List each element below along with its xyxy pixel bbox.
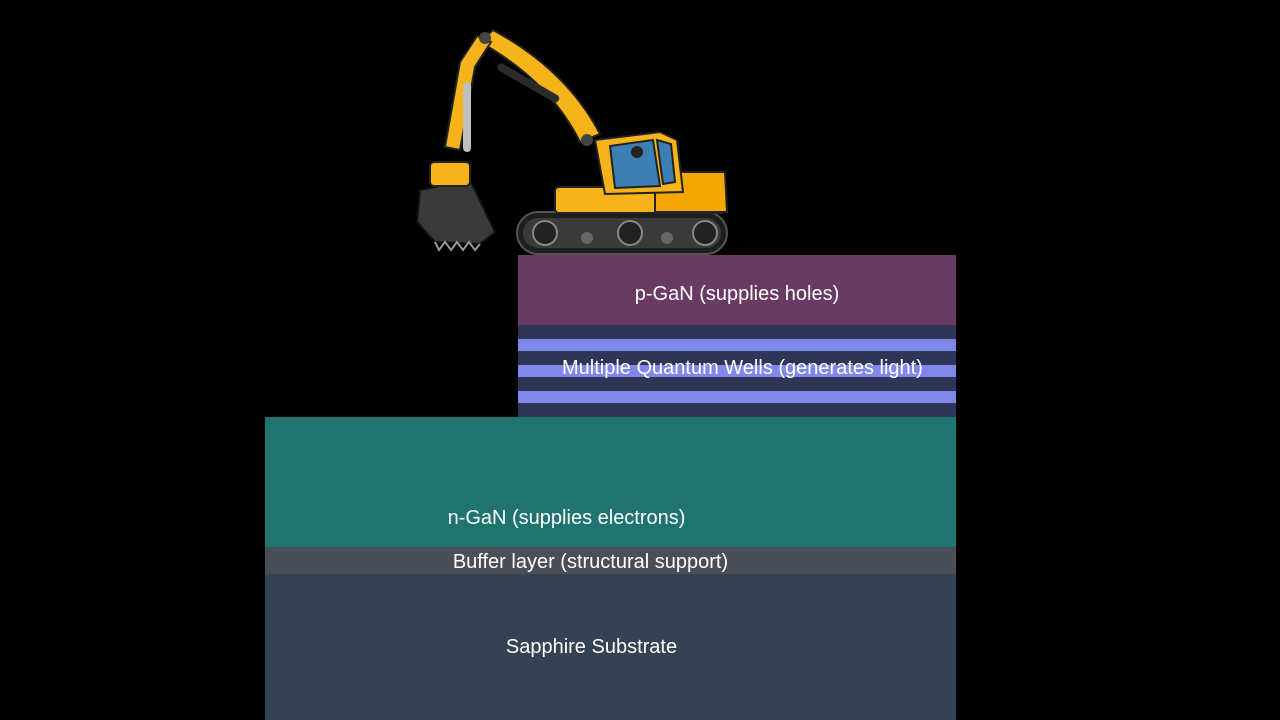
mqw-label: Multiple Quantum Wells (generates light) [562, 357, 923, 379]
n-gan-layer: n-GaN (supplies electrons) [265, 417, 956, 547]
n-gan-label: n-GaN (supplies electrons) [447, 507, 686, 529]
excavator-boom [443, 28, 602, 152]
p-gan-label: p-GaN (supplies holes) [634, 283, 840, 305]
excavator-tracks [516, 211, 728, 255]
buffer-label: Buffer layer (structural support) [452, 551, 729, 573]
quantum-well-3 [518, 391, 956, 403]
quantum-well-1 [518, 339, 956, 351]
quantum-well-2 [518, 365, 956, 377]
sapphire-substrate: Sapphire Substrate [265, 574, 956, 720]
excavator-illustration [415, 28, 729, 255]
excavator-bucket [415, 161, 497, 252]
substrate-label: Sapphire Substrate [505, 636, 678, 658]
mqw-stack: Multiple Quantum Wells (generates light) [518, 325, 956, 417]
excavator-body [554, 130, 729, 214]
p-gan-layer: p-GaN (supplies holes) [518, 255, 956, 325]
buffer-layer: Buffer layer (structural support) [265, 547, 956, 574]
